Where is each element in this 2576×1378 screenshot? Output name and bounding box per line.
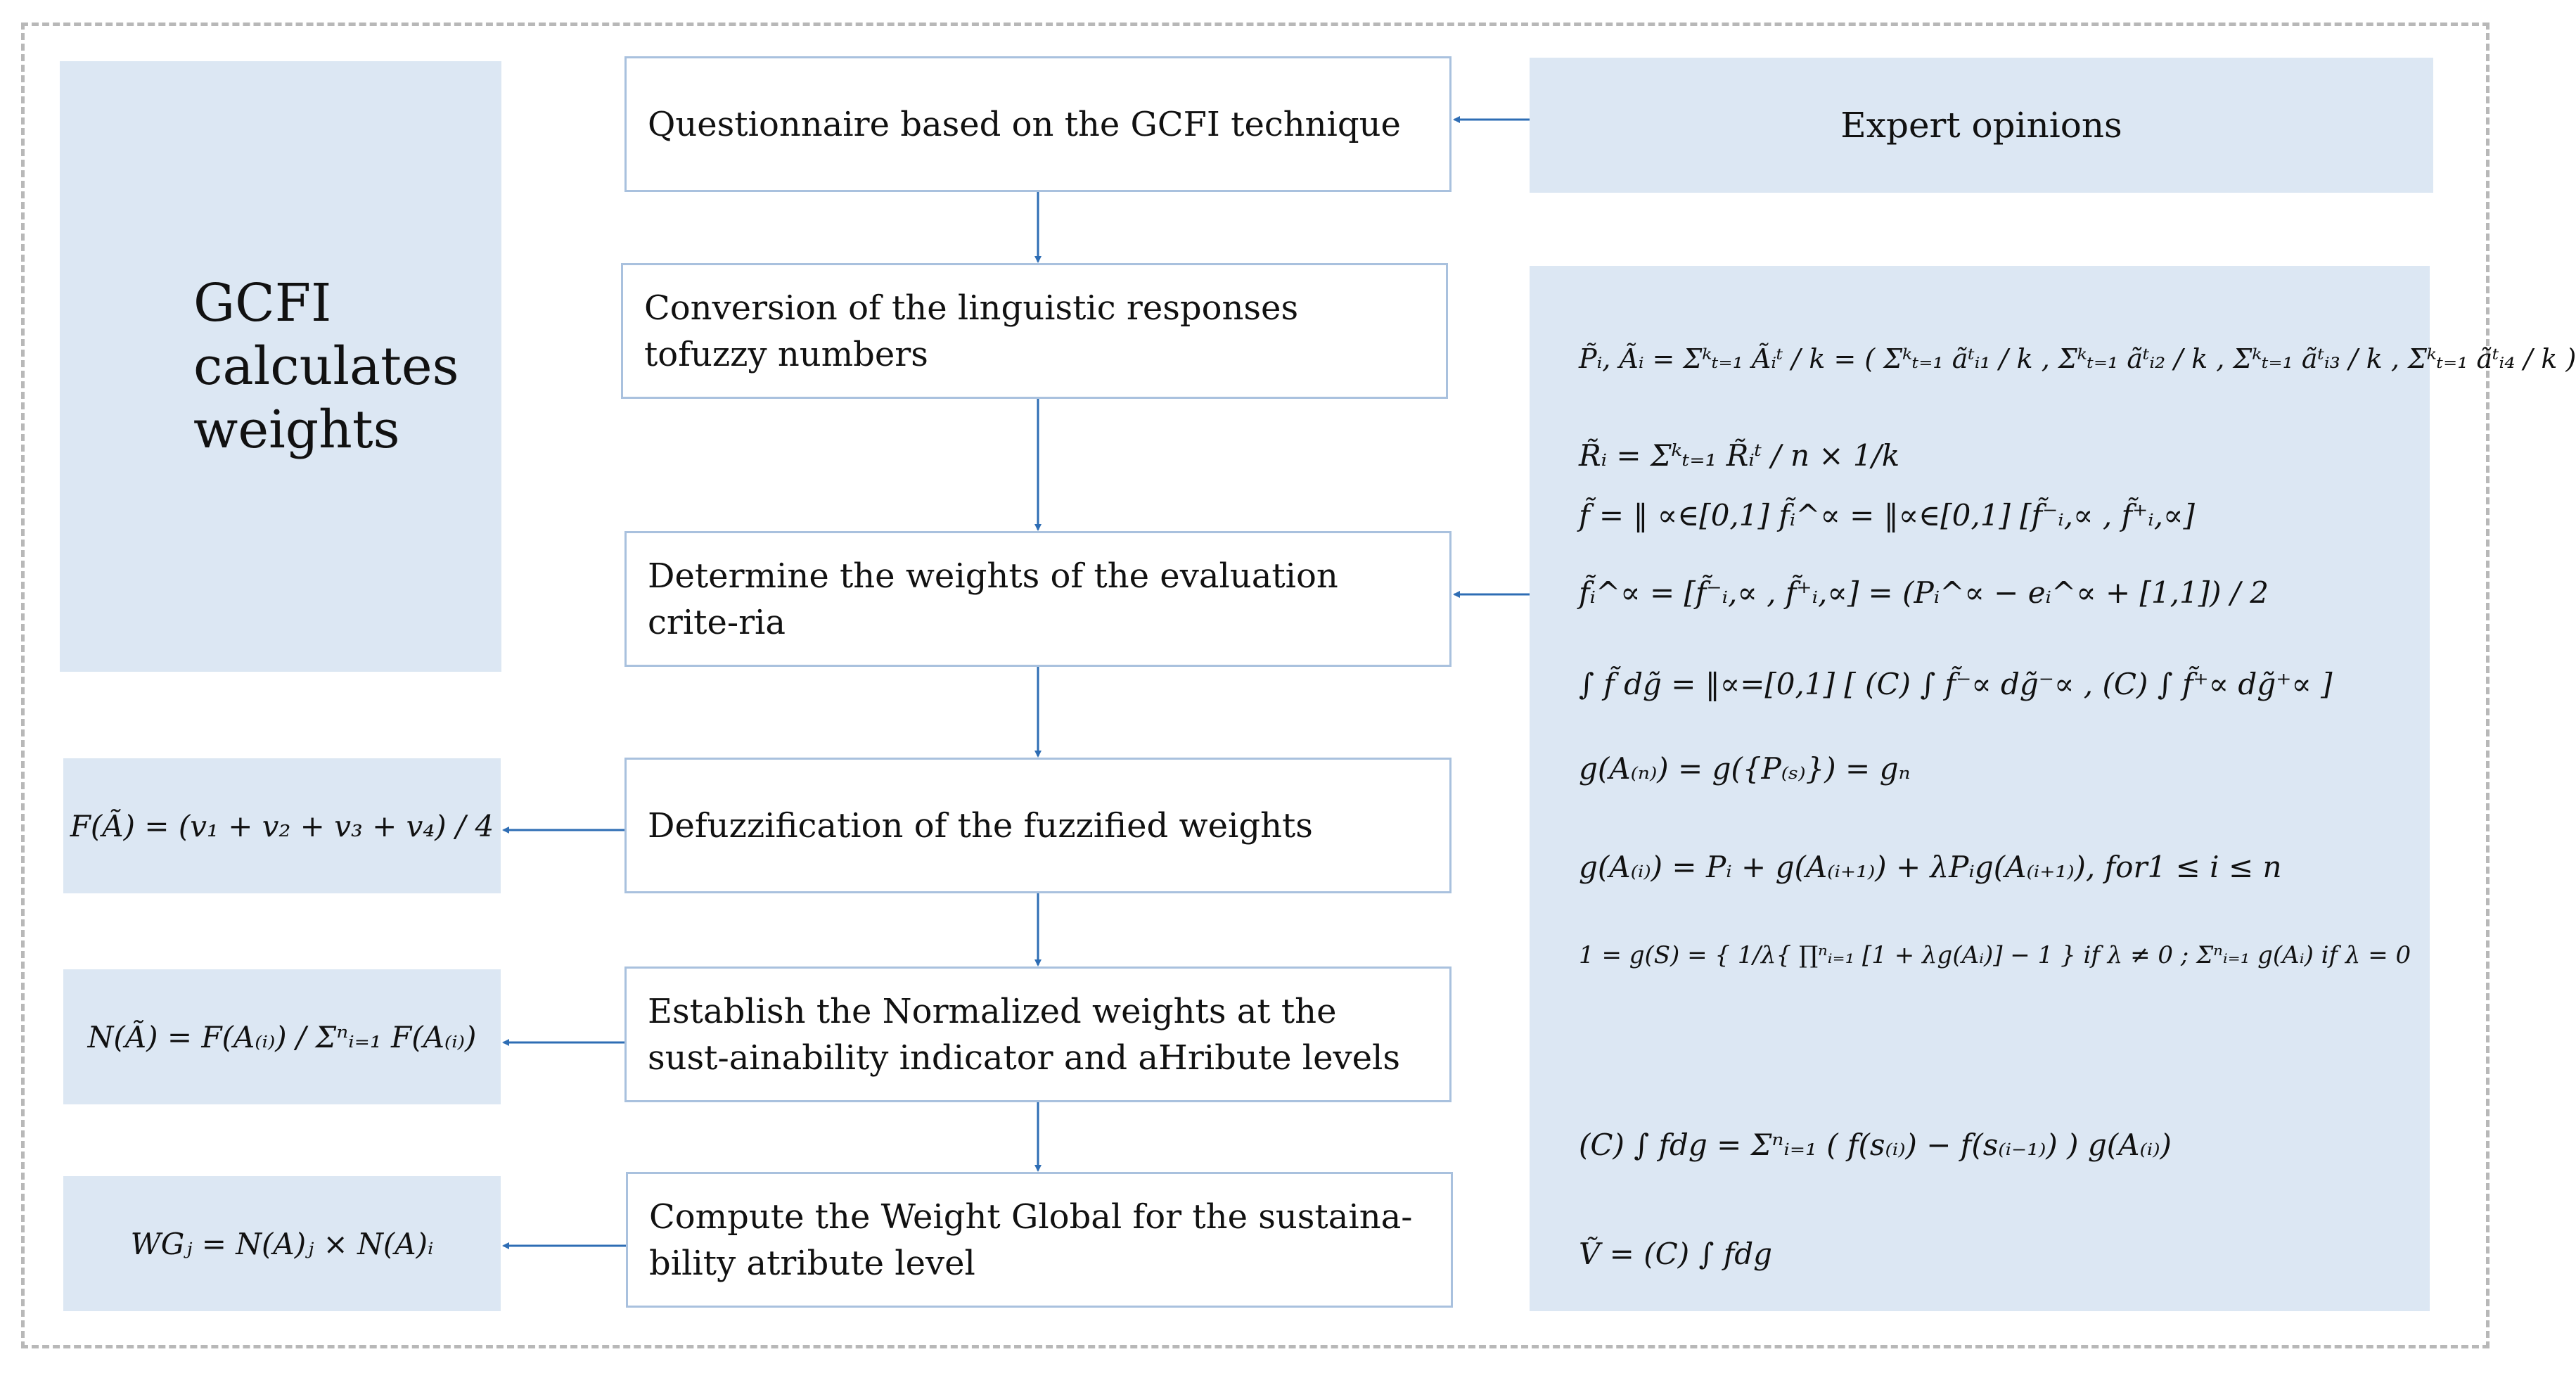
formula-fuzzy-aggregation: P̃ᵢ, Ãᵢ = Σᵏₜ₌₁ Ãᵢᵗ / k = ( Σᵏₜ₌₁ ãᵗᵢ₁ /… <box>1579 343 2576 374</box>
flow-step-normalized-weights: Establish the Normalized weights at the … <box>624 966 1452 1102</box>
defuzzification-equation: F(Ã) = (v₁ + v₂ + v₃ + v₄) / 4 <box>70 808 494 843</box>
formula-r-tilde: R̃ᵢ = Σᵏₜ₌₁ R̃ᵢᵗ / n × 1/k <box>1579 438 1900 473</box>
flow-step-questionnaire: Questionnaire based on the GCFI techniqu… <box>624 56 1452 192</box>
global-weight-equation-box: WGⱼ = N(A)ⱼ × N(A)ᵢ <box>63 1176 501 1311</box>
flow-step-label: Establish the Normalized weights at the … <box>648 991 1401 1078</box>
gcfi-title: GCFI calculates weights <box>193 273 459 460</box>
formula-g-s-piecewise: 1 = g(S) = { 1/λ{ ∏ⁿᵢ₌₁ [1 + λg(Aᵢ)] − 1… <box>1579 941 2411 969</box>
formula-g-recursive: g(A₍ᵢ₎) = Pᵢ + g(A₍ᵢ₊₁₎) + λPᵢg(A₍ᵢ₊₁₎),… <box>1579 850 2282 884</box>
expert-opinions-label: Expert opinions <box>1840 105 2122 146</box>
flow-step-global-weight: Compute the Weight Global for the sustai… <box>626 1172 1453 1308</box>
global-weight-equation: WGⱼ = N(A)ⱼ × N(A)ᵢ <box>130 1226 434 1261</box>
formula-g-an: g(A₍ₙ₎) = g({P₍ₛ₎}) = gₙ <box>1579 751 1911 786</box>
flow-step-label: Determine the weights of the evaluation … <box>648 556 1338 642</box>
formula-fuzzy-integral: ∫ f̃ dg̃ = ‖∝=[0,1] [ (C) ∫ f̃⁻∝ dg̃⁻∝ ,… <box>1579 667 2333 701</box>
formula-f-tilde-level-sets: f̃ = ‖ ∝∈[0,1] f̃ᵢ^∝ = ‖∝∈[0,1] [f̃⁻ᵢ,∝ … <box>1579 498 2195 532</box>
formula-panel: P̃ᵢ, Ãᵢ = Σᵏₜ₌₁ Ãᵢᵗ / k = ( Σᵏₜ₌₁ ãᵗᵢ₁ /… <box>1530 266 2576 1311</box>
flow-step-determine-weights: Determine the weights of the evaluation … <box>624 531 1452 667</box>
flow-step-label: Defuzzification of the fuzzified weights <box>648 805 1313 846</box>
outer-dashed-frame <box>21 23 2490 1348</box>
expert-opinions-box: Expert opinions <box>1530 58 2433 193</box>
connector-arrows <box>502 116 1530 1249</box>
gcfi-title-panel: GCFI calculates weights <box>60 61 501 672</box>
formula-f-alpha: f̃ᵢ^∝ = [f̃⁻ᵢ,∝ , f̃⁺ᵢ,∝] = (Pᵢ^∝ − eᵢ^∝… <box>1579 575 2269 610</box>
flow-step-conversion: Conversion of the linguistic responses t… <box>621 263 1448 399</box>
formula-v-tilde: Ṽ = (C) ∫ fdg <box>1579 1237 1773 1271</box>
flow-step-label: Questionnaire based on the GCFI techniqu… <box>648 104 1401 144</box>
flow-step-defuzzification: Defuzzification of the fuzzified weights <box>624 758 1452 893</box>
flow-step-label: Conversion of the linguistic responses t… <box>644 288 1299 374</box>
normalization-equation: N(Ã) = F(A₍ᵢ₎) / Σⁿᵢ₌₁ F(A₍ᵢ₎) <box>87 1019 477 1054</box>
flow-step-label: Compute the Weight Global for the sustai… <box>649 1197 1413 1283</box>
defuzzification-equation-box: F(Ã) = (v₁ + v₂ + v₃ + v₄) / 4 <box>63 758 501 893</box>
normalization-equation-box: N(Ã) = F(A₍ᵢ₎) / Σⁿᵢ₌₁ F(A₍ᵢ₎) <box>63 969 501 1104</box>
formula-choquet-integral: (C) ∫ fdg = Σⁿᵢ₌₁ ( f(s₍ᵢ₎) − f(s₍ᵢ₋₁₎) … <box>1579 1128 2172 1162</box>
